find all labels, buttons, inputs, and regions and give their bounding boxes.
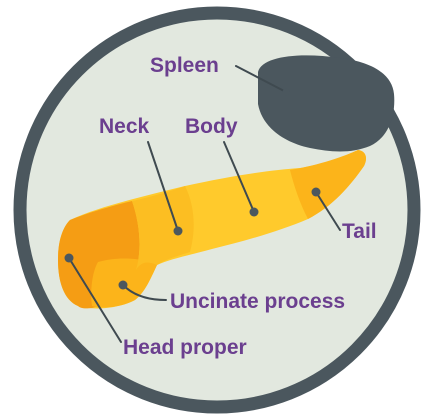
neck-marker-dot [174,227,183,236]
neck-label: Neck [99,115,150,138]
body-marker-dot [250,208,259,217]
tail-marker-dot [312,188,321,197]
head-proper-label: Head proper [123,336,247,359]
body-label: Body [185,115,238,138]
uncinate-marker-dot [119,281,128,290]
spleen-label: Spleen [150,54,219,77]
spleen-marker-dot [283,89,290,96]
head-marker-dot [65,254,74,263]
tail-label: Tail [342,220,377,243]
uncinate-process-label: Uncinate process [170,290,345,313]
